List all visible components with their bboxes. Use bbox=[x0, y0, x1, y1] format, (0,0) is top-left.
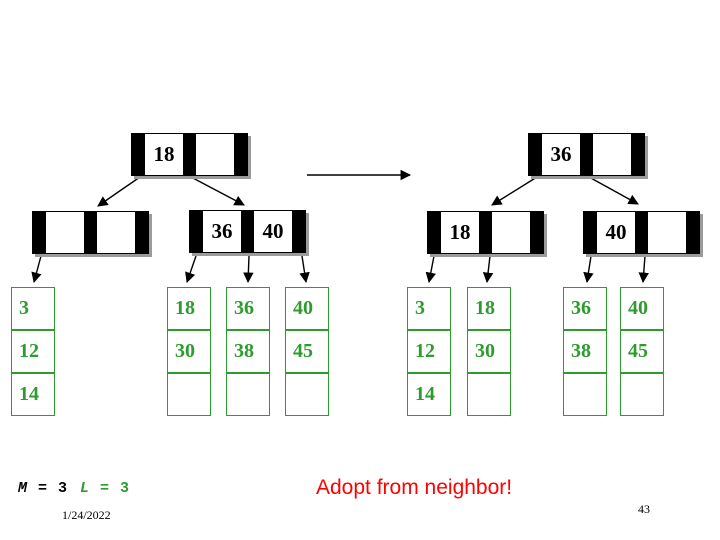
leaf-cell: 3 bbox=[407, 287, 451, 330]
leaf-cell bbox=[620, 373, 664, 416]
left-root-to-right-child-arrow bbox=[190, 176, 245, 206]
key-cell: 36 bbox=[550, 142, 572, 166]
left-tree-leaf-4: 40 45 bbox=[285, 287, 329, 416]
leaf-cell bbox=[226, 373, 270, 416]
key-cell bbox=[46, 212, 84, 253]
left-int2-to-leaf2-arrow bbox=[185, 255, 197, 283]
right-root-to-left-child-arrow bbox=[491, 176, 538, 206]
pointer-bar bbox=[529, 134, 542, 175]
pointer-bar bbox=[234, 134, 247, 175]
pointer-bar bbox=[530, 212, 543, 253]
key-cell bbox=[593, 134, 631, 175]
left-tree-root-node: 18 bbox=[131, 133, 248, 176]
leaf-cell: 30 bbox=[167, 330, 211, 373]
leaf-cell: 40 bbox=[620, 287, 664, 330]
right-tree-internal-node-40: 40 bbox=[583, 211, 700, 254]
right-int1-to-leaf2-arrow bbox=[482, 255, 494, 284]
left-tree-internal-node-36-40: 36 40 bbox=[189, 210, 306, 253]
left-int2-to-leaf4-arrow bbox=[299, 255, 310, 284]
pointer-bar bbox=[292, 211, 305, 252]
leaf-cell: 40 bbox=[285, 287, 329, 330]
left-int2-to-leaf3-arrow bbox=[243, 255, 254, 284]
leaf-cell: 14 bbox=[11, 373, 55, 416]
key-cell bbox=[492, 212, 530, 253]
key-cell: 40 bbox=[605, 220, 627, 244]
key-cell: 18 bbox=[449, 220, 471, 244]
left-tree-internal-node-empty bbox=[32, 211, 149, 254]
l-parameter: L = 3 bbox=[80, 480, 131, 497]
leaf-cell: 12 bbox=[11, 330, 55, 373]
right-root-to-right-child-arrow bbox=[588, 176, 639, 205]
left-tree-leaf-3: 36 38 bbox=[226, 287, 270, 416]
key-cell: 18 bbox=[153, 142, 175, 166]
pointer-bar bbox=[84, 212, 97, 253]
left-int1-to-leaf1-arrow bbox=[31, 255, 42, 284]
m-parameter: M = 3 bbox=[18, 480, 69, 497]
leaf-cell: 18 bbox=[467, 287, 511, 330]
tree-parameters-label: M = 3 L = 3 bbox=[18, 480, 130, 497]
key-cell: 40 bbox=[262, 219, 284, 243]
key-cell bbox=[97, 212, 135, 253]
left-tree-leaf-1: 3 12 14 bbox=[11, 287, 55, 416]
pointer-bar bbox=[135, 212, 148, 253]
leaf-cell: 36 bbox=[226, 287, 270, 330]
pointer-bar bbox=[241, 211, 254, 252]
left-tree-leaf-2: 18 30 bbox=[167, 287, 211, 416]
right-int2-to-leaf4-arrow bbox=[638, 255, 649, 284]
pointer-bar bbox=[33, 212, 46, 253]
leaf-cell: 12 bbox=[407, 330, 451, 373]
key-cell bbox=[196, 134, 234, 175]
leaf-cell: 36 bbox=[563, 287, 607, 330]
leaf-cell: 38 bbox=[226, 330, 270, 373]
pointer-bar bbox=[183, 134, 196, 175]
leaf-cell: 30 bbox=[467, 330, 511, 373]
key-cell bbox=[648, 212, 686, 253]
page-number: 43 bbox=[638, 502, 650, 516]
right-tree-leaf-3: 36 38 bbox=[563, 287, 607, 416]
pointer-bar bbox=[428, 212, 441, 253]
leaf-cell: 14 bbox=[407, 373, 451, 416]
right-tree-leaf-1: 3 12 14 bbox=[407, 287, 451, 416]
leaf-cell bbox=[467, 373, 511, 416]
leaf-cell: 18 bbox=[167, 287, 211, 330]
leaf-cell: 38 bbox=[563, 330, 607, 373]
pointer-bar bbox=[190, 211, 203, 252]
pointer-bar bbox=[686, 212, 699, 253]
right-tree-leaf-4: 40 45 bbox=[620, 287, 664, 416]
leaf-cell: 45 bbox=[285, 330, 329, 373]
left-root-to-left-child-arrow bbox=[97, 176, 141, 207]
pointer-bar bbox=[631, 134, 644, 175]
pointer-bar bbox=[584, 212, 597, 253]
pointer-bar bbox=[635, 212, 648, 253]
slide-caption: Adopt from neighbor! bbox=[316, 476, 513, 499]
right-tree-internal-node-18: 18 bbox=[427, 211, 544, 254]
right-int2-to-leaf3-arrow bbox=[583, 255, 594, 284]
leaf-cell: 45 bbox=[620, 330, 664, 373]
leaf-cell bbox=[563, 373, 607, 416]
leaf-cell bbox=[285, 373, 329, 416]
right-tree-leaf-2: 18 30 bbox=[467, 287, 511, 416]
pointer-bar bbox=[580, 134, 593, 175]
leaf-cell: 3 bbox=[11, 287, 55, 330]
leaf-cell bbox=[167, 373, 211, 416]
pointer-bar bbox=[479, 212, 492, 253]
key-cell: 36 bbox=[211, 219, 233, 243]
right-tree-root-node: 36 bbox=[528, 133, 645, 176]
footer-date: 1/24/2022 bbox=[62, 508, 111, 522]
right-int1-to-leaf1-arrow bbox=[425, 255, 436, 284]
pointer-bar bbox=[132, 134, 145, 175]
